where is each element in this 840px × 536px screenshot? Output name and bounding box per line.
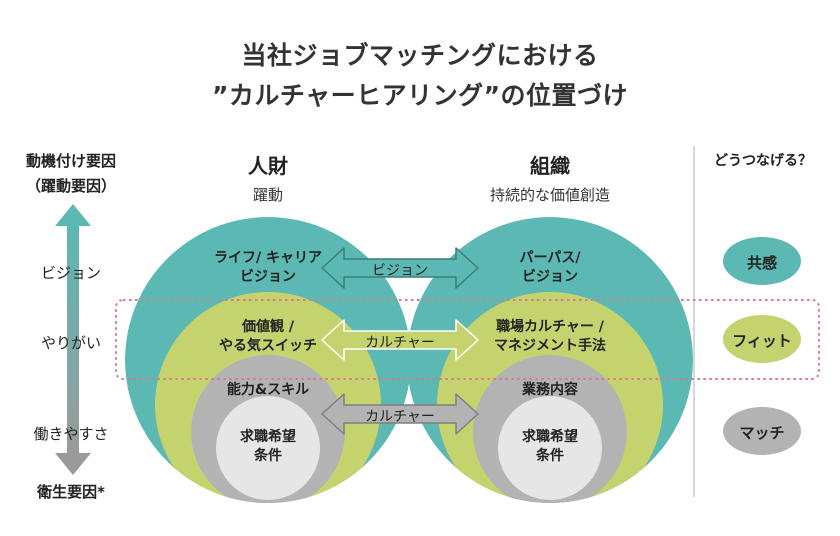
empathy-pill (723, 237, 801, 285)
person-circles (125, 217, 411, 503)
axis-level-comfort: 働きやすさ (33, 425, 109, 443)
connector-vision-label: ビジョン (372, 263, 428, 279)
connector-culture-lower-label: カルチャー (365, 409, 435, 425)
person-inner-label: 能力&スキル (226, 382, 310, 398)
connector-arrow-culture-lower (321, 393, 479, 435)
axis-top-sublabel: （躍動要因） (25, 177, 116, 195)
org-outer-label: パーパス/ ビジョン (519, 250, 581, 285)
person-subtitle: 躍動 (252, 186, 283, 204)
empathy-pill-label: 共感 (746, 254, 777, 272)
org-core-label: 求職希望 条件 (522, 429, 578, 464)
motivation-axis-arrow (55, 204, 91, 475)
axis-top-label: 動機付け要因 (25, 152, 116, 170)
person-title: 人財 (248, 154, 288, 178)
org-core-circle (498, 396, 602, 500)
connector-arrow-culture (321, 319, 479, 361)
title-line-2: ”カルチャーヒアリング”の位置づけ (211, 81, 629, 110)
match-pill-label: マッチ (739, 424, 785, 442)
person-outer-label: ライフ/ キャリア ビジョン (214, 250, 322, 285)
title-line-1: 当社ジョブマッチングにおける (241, 41, 599, 70)
organization-subtitle: 持続的な価値創造 (489, 186, 610, 204)
connector-culture-label: カルチャー (365, 335, 435, 351)
culture-highlight-band (115, 299, 820, 380)
person-middle-label: 価値観 / やる気スイッチ (219, 319, 317, 354)
person-core-circle (216, 396, 320, 500)
axis-bottom-label: 衛生要因* (37, 483, 105, 501)
org-middle-label: 職場カルチャー / マネジメント手法 (494, 319, 606, 354)
org-inner-label: 業務内容 (522, 382, 578, 398)
organization-circles (407, 217, 693, 503)
fit-pill (723, 315, 801, 363)
connector-arrow-vision (321, 247, 479, 289)
fit-pill-label: フィット (732, 332, 792, 350)
right-heading: どうつなげる？ (714, 153, 812, 169)
axis-level-rewarding: やりがい (40, 334, 101, 352)
match-pill (723, 407, 801, 455)
person-core-label: 求職希望 条件 (240, 429, 296, 464)
axis-level-vision: ビジョン (40, 264, 101, 282)
organization-title: 組織 (530, 154, 570, 178)
